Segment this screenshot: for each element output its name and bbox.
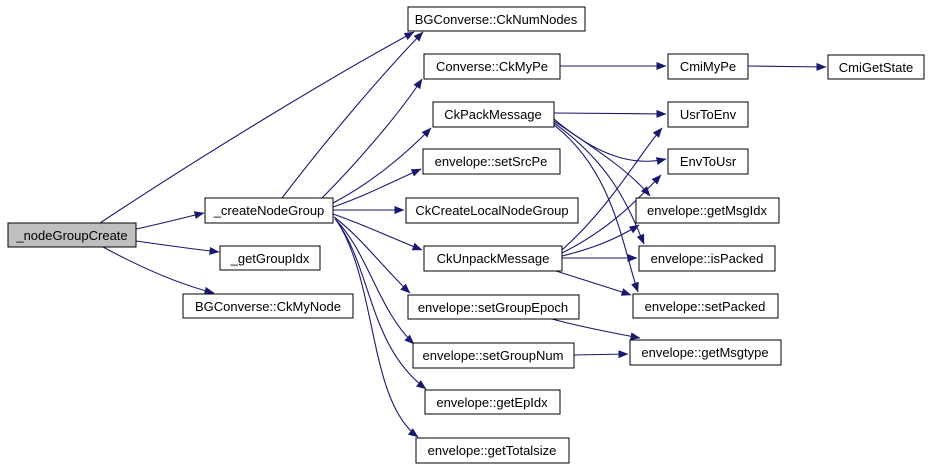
edge-ckunpackmessage-to-setpacked	[555, 270, 632, 296]
node-box	[667, 53, 749, 80]
node-label: envelope::setSrcPe	[435, 154, 548, 169]
node-envelope-set-group-num[interactable]: envelope::setGroupNum	[412, 342, 575, 369]
edge-createnodegroup-to-ckmype	[321, 78, 423, 199]
node-box	[182, 293, 354, 319]
node-label: EnvToUsr	[680, 154, 737, 169]
node-envelope-get-msg-idx[interactable]: envelope::getMsgIdx	[635, 197, 780, 224]
node-box	[638, 245, 776, 272]
node-label: _getGroupIdx	[230, 251, 310, 266]
edge-cmimype-to-cmigetstate	[747, 62, 827, 71]
node-box	[204, 197, 334, 224]
node-box	[407, 294, 580, 320]
node-envelope-set-group-epoch[interactable]: envelope::setGroupEpoch	[407, 294, 580, 320]
node-ck-pack-message[interactable]: CkPackMessage	[432, 101, 555, 128]
node-label: CkPackMessage	[444, 107, 542, 122]
node-ck-unpack-message[interactable]: CkUnpackMessage	[423, 245, 563, 272]
edge-ckunpackmessage-to-usrtoenv	[561, 127, 663, 251]
edge-createnodegroup-to-ckunpackmessage	[332, 213, 423, 251]
node-box	[219, 245, 321, 271]
node-converse-ckmype[interactable]: Converse::CkMyPe	[423, 53, 561, 80]
node-box	[423, 53, 561, 80]
node-box	[629, 339, 782, 366]
edge-nodegroupcreate-to-createnodegroup	[135, 211, 205, 230]
node-box	[412, 342, 575, 369]
node-box	[635, 197, 780, 224]
edge-ckunpackmessage-to-envtousr	[561, 174, 662, 254]
node-label: CmiGetState	[839, 60, 913, 75]
node-label: CkUnpackMessage	[437, 251, 550, 266]
edge-ckpackmessage-to-ispacked	[553, 122, 645, 245]
node-bgconverse-ckmynode[interactable]: BGConverse::CkMyNode	[182, 293, 354, 319]
node-label: envelope::isPacked	[651, 251, 764, 266]
node-envelope-is-packed[interactable]: envelope::isPacked	[638, 245, 776, 272]
node-box	[827, 54, 925, 80]
node-label: envelope::getMsgIdx	[647, 203, 767, 218]
node-bgconverse-cknumnodes[interactable]: BGConverse::CkNumNodes	[407, 6, 586, 32]
node-box	[7, 222, 137, 248]
edge-nodegroupcreate-to-cknumnodes	[99, 31, 415, 224]
node-box	[405, 197, 579, 224]
edge-nodegroupcreate-to-ckmynode	[102, 246, 215, 295]
node-box	[667, 101, 749, 128]
edge-ckpackmessage-to-setpacked	[553, 124, 639, 293]
node-box	[415, 437, 570, 464]
node-label: BGConverse::CkNumNodes	[415, 12, 578, 27]
node-node-group-create[interactable]: _nodeGroupCreate	[7, 222, 137, 248]
node-label: envelope::getEpIdx	[436, 395, 548, 410]
node-label: CkCreateLocalNodeGroup	[415, 203, 568, 218]
edge-setgroupnum-to-getmsgtype	[573, 350, 629, 359]
edge-layer	[99, 31, 827, 438]
node-envelope-set-packed[interactable]: envelope::setPacked	[632, 293, 779, 319]
node-box	[632, 293, 779, 319]
node-label: envelope::setPacked	[645, 299, 766, 314]
node-label: envelope::getTotalsize	[428, 443, 557, 458]
node-label: envelope::getMsgtype	[641, 345, 768, 360]
edge-nodegroupcreate-to-getgroupidx	[135, 240, 220, 255]
node-usr-to-env[interactable]: UsrToEnv	[667, 101, 749, 128]
node-label: CmiMyPe	[680, 59, 736, 74]
edge-ckpackmessage-to-getmsgidx	[553, 120, 651, 197]
edge-createnodegroup-to-setsrcpe	[332, 168, 422, 208]
node-label: Converse::CkMyPe	[436, 59, 548, 74]
edge-createnodegroup-to-setgroupnum	[334, 218, 415, 345]
node-cmi-my-pe[interactable]: CmiMyPe	[667, 53, 749, 80]
node-envelope-set-src-pe[interactable]: envelope::setSrcPe	[422, 148, 561, 175]
node-label: envelope::setGroupNum	[423, 348, 564, 363]
edge-createnodegroup-to-setgroupepoch	[333, 216, 411, 294]
node-create-node-group[interactable]: _createNodeGroup	[204, 197, 334, 224]
node-envelope-get-ep-idx[interactable]: envelope::getEpIdx	[424, 389, 561, 415]
node-label: envelope::setGroupEpoch	[418, 300, 568, 315]
node-envelope-get-totalsize[interactable]: envelope::getTotalsize	[415, 437, 570, 464]
node-label: _nodeGroupCreate	[15, 228, 127, 243]
edge-createnodegroup-to-gettotalsize	[336, 220, 419, 438]
node-layer: _nodeGroupCreate _createNodeGroup _getGr…	[7, 6, 925, 464]
node-cmi-get-state[interactable]: CmiGetState	[827, 54, 925, 80]
node-env-to-usr[interactable]: EnvToUsr	[667, 148, 749, 175]
edge-ckpackmessage-to-usrtoenv	[553, 109, 667, 118]
node-box	[422, 148, 561, 175]
edge-setgroupepoch-to-getmsgtype	[551, 318, 641, 341]
node-label: _createNodeGroup	[213, 203, 325, 218]
node-box	[432, 101, 555, 128]
node-ck-create-local-node-group[interactable]: CkCreateLocalNodeGroup	[405, 197, 579, 224]
node-box	[667, 148, 749, 175]
node-envelope-get-msgtype[interactable]: envelope::getMsgtype	[629, 339, 782, 366]
edge-createnodegroup-to-cknumnodes	[281, 31, 424, 199]
node-get-group-idx[interactable]: _getGroupIdx	[219, 245, 321, 271]
node-box	[424, 389, 561, 415]
edge-createnodegroup-to-getepidx	[335, 219, 427, 390]
edge-ckunpackmessage-to-getmsgidx	[561, 224, 640, 257]
edge-createnodegroup-to-ckpackmessage	[332, 127, 432, 204]
node-box	[423, 245, 563, 272]
node-label: UsrToEnv	[680, 107, 737, 122]
node-label: BGConverse::CkMyNode	[195, 299, 341, 314]
node-box	[407, 6, 586, 32]
